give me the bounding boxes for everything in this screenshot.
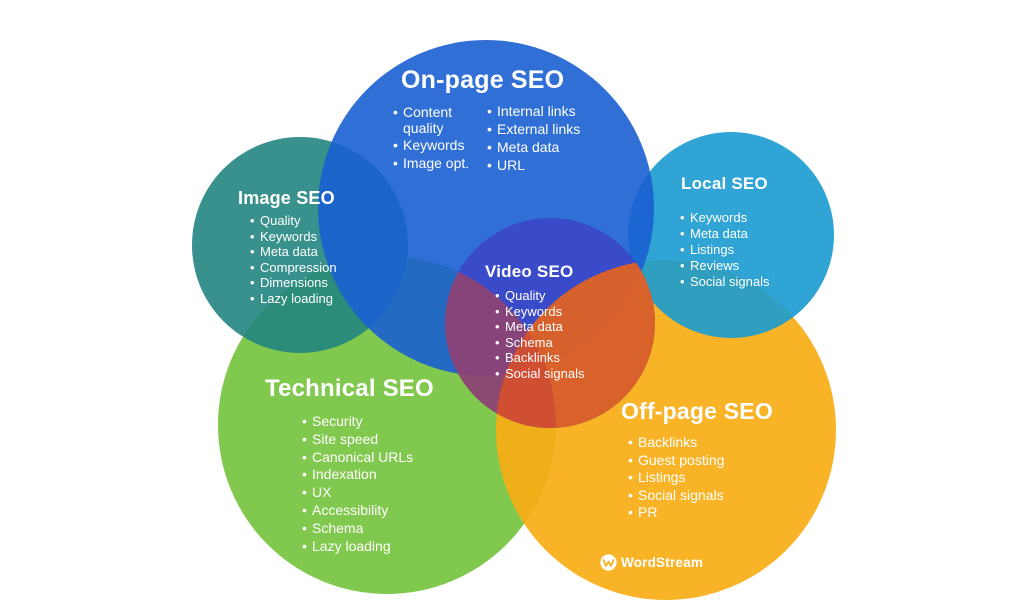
list-item: Content quality bbox=[393, 104, 473, 136]
list-item: PR bbox=[628, 504, 724, 522]
list-item: Reviews bbox=[680, 258, 770, 274]
onpage-list-b: Internal links External links Meta data … bbox=[487, 102, 580, 174]
technical-list: Security Site speed Canonical URLs Index… bbox=[302, 413, 413, 555]
list-item: UX bbox=[302, 484, 413, 502]
list-item: Backlinks bbox=[628, 434, 724, 452]
list-item: URL bbox=[487, 156, 580, 174]
onpage-list-a: Content quality Keywords Image opt. bbox=[393, 104, 473, 172]
list-item: Meta data bbox=[495, 319, 585, 335]
list-item: Accessibility bbox=[302, 502, 413, 520]
list-item: Backlinks bbox=[495, 350, 585, 366]
local-title: Local SEO bbox=[681, 174, 768, 193]
brand-logo: WordStream bbox=[600, 554, 703, 571]
list-item: Site speed bbox=[302, 431, 413, 449]
list-item: External links bbox=[487, 120, 580, 138]
video-technical-overlap bbox=[445, 256, 556, 428]
wordstream-logo-icon bbox=[600, 554, 617, 571]
image-title: Image SEO bbox=[238, 188, 335, 208]
list-item: Keywords bbox=[250, 229, 337, 245]
list-item: Meta data bbox=[250, 244, 337, 260]
list-item: Compression bbox=[250, 260, 337, 276]
list-item: Meta data bbox=[680, 226, 770, 242]
video-list: Quality Keywords Meta data Schema Backli… bbox=[495, 288, 585, 382]
list-item: Listings bbox=[680, 242, 770, 258]
list-item: Quality bbox=[250, 213, 337, 229]
offpage-title: Off-page SEO bbox=[621, 398, 773, 424]
list-item: Keywords bbox=[495, 304, 585, 320]
list-item: Meta data bbox=[487, 138, 580, 156]
list-item: Guest posting bbox=[628, 452, 724, 470]
list-item: Indexation bbox=[302, 466, 413, 484]
offpage-list: Backlinks Guest posting Listings Social … bbox=[628, 434, 724, 522]
list-item: Keywords bbox=[680, 210, 770, 226]
list-item: Lazy loading bbox=[250, 291, 337, 307]
list-item: Listings bbox=[628, 469, 724, 487]
list-item: Canonical URLs bbox=[302, 449, 413, 467]
list-item: Security bbox=[302, 413, 413, 431]
onpage-title: On-page SEO bbox=[401, 66, 565, 94]
brand-name: WordStream bbox=[621, 555, 704, 570]
list-item: Internal links bbox=[487, 102, 580, 120]
list-item: Schema bbox=[495, 335, 585, 351]
list-item: Schema bbox=[302, 520, 413, 538]
technical-title: Technical SEO bbox=[265, 375, 434, 402]
image-list: Quality Keywords Meta data Compression D… bbox=[250, 213, 337, 307]
list-item: Social signals bbox=[628, 487, 724, 505]
list-item: Social signals bbox=[680, 274, 770, 290]
list-item: Dimensions bbox=[250, 275, 337, 291]
list-item: Social signals bbox=[495, 366, 585, 382]
local-list: Keywords Meta data Listings Reviews Soci… bbox=[680, 210, 770, 290]
list-item: Quality bbox=[495, 288, 585, 304]
list-item: Keywords bbox=[393, 136, 473, 154]
list-item: Image opt. bbox=[393, 154, 473, 172]
list-item: Lazy loading bbox=[302, 538, 413, 556]
video-title: Video SEO bbox=[485, 262, 574, 281]
